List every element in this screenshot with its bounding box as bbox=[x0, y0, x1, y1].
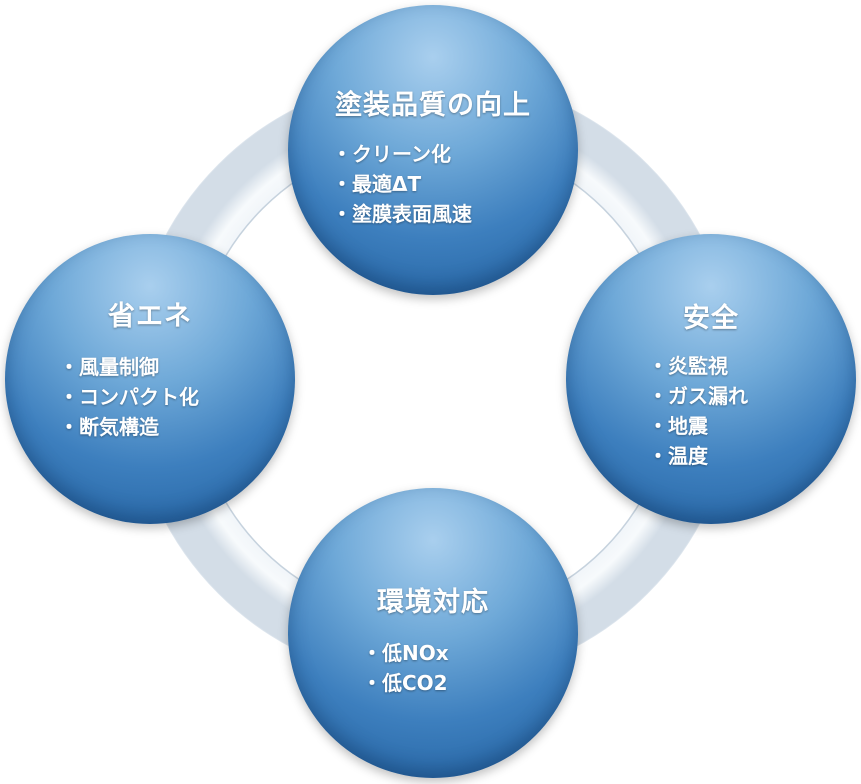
list-item: コンパクト化 bbox=[59, 382, 199, 412]
node-title: 省エネ bbox=[108, 301, 192, 332]
list-item: 温度 bbox=[648, 441, 748, 471]
list-item: クリーン化 bbox=[332, 139, 472, 169]
node-item-list: 低NOx 低CO2 bbox=[362, 638, 449, 698]
node-item-list: 炎監視 ガス漏れ 地震 温度 bbox=[648, 351, 748, 471]
node-title: 塗装品質の向上 bbox=[335, 90, 531, 121]
node-safety: 安全 炎監視 ガス漏れ 地震 温度 bbox=[566, 234, 856, 524]
node-environment: 環境対応 低NOx 低CO2 bbox=[288, 488, 578, 778]
list-item: 最適ΔT bbox=[332, 169, 472, 199]
list-item: 塗膜表面風速 bbox=[332, 199, 472, 229]
list-item: 風量制御 bbox=[59, 352, 199, 382]
list-item: 低NOx bbox=[362, 638, 449, 668]
node-item-list: 風量制御 コンパクト化 断気構造 bbox=[59, 352, 199, 442]
node-energy-saving: 省エネ 風量制御 コンパクト化 断気構造 bbox=[5, 234, 295, 524]
node-title: 環境対応 bbox=[377, 587, 489, 618]
list-item: 低CO2 bbox=[362, 668, 449, 698]
list-item: 地震 bbox=[648, 411, 748, 441]
node-item-list: クリーン化 最適ΔT 塗膜表面風速 bbox=[332, 139, 472, 229]
list-item: 断気構造 bbox=[59, 412, 199, 442]
list-item: ガス漏れ bbox=[648, 381, 748, 411]
list-item: 炎監視 bbox=[648, 351, 748, 381]
node-title: 安全 bbox=[683, 303, 739, 334]
node-paint-quality: 塗装品質の向上 クリーン化 最適ΔT 塗膜表面風速 bbox=[288, 5, 578, 295]
